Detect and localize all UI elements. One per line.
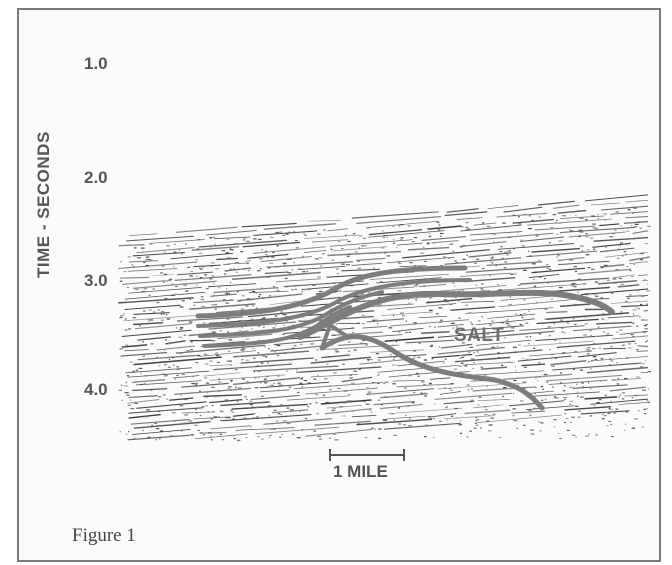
tick-3: 3.0 (84, 271, 108, 291)
tick-2: 2.0 (84, 168, 108, 188)
y-axis-label: TIME - SECONDS (34, 131, 54, 278)
scale-bar-label: 1 MILE (333, 462, 388, 482)
figure-caption: Figure 1 (72, 525, 136, 547)
scale-bar (330, 449, 404, 461)
tick-1: 1.0 (84, 54, 108, 74)
salt-label: SALT (454, 325, 504, 347)
tick-4: 4.0 (84, 380, 108, 400)
